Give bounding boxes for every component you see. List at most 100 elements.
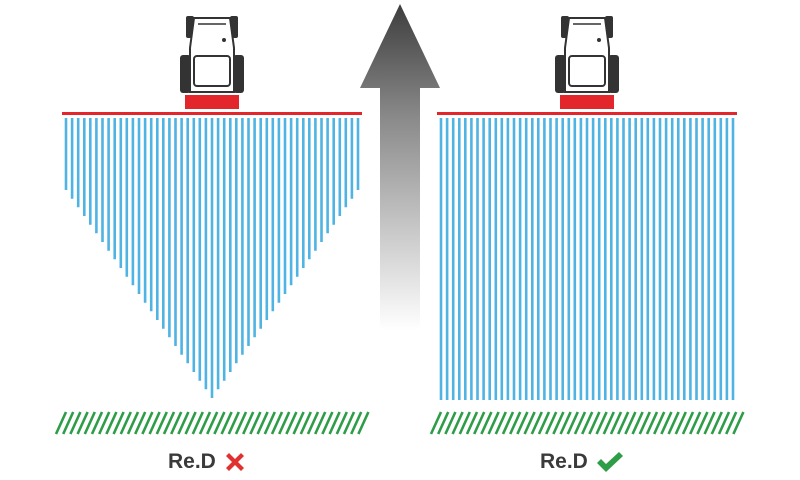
crop-mark — [328, 411, 341, 435]
crop-mark — [638, 411, 651, 435]
crop-mark — [523, 411, 536, 435]
crop-mark — [227, 411, 240, 435]
crop-mark — [559, 411, 572, 435]
crop-mark — [134, 411, 147, 435]
crop-mark — [191, 411, 204, 435]
crop-mark — [342, 411, 356, 435]
crop-mark — [537, 411, 551, 435]
sprayer-unit — [185, 95, 239, 109]
crop-mark — [350, 411, 363, 435]
crop-mark — [509, 411, 522, 435]
crop-mark — [501, 411, 515, 435]
cross-icon — [225, 453, 244, 471]
crop-mark — [681, 411, 695, 435]
crop-mark — [437, 411, 450, 435]
crop-mark — [465, 411, 479, 435]
caption-left: Re.D — [168, 447, 248, 477]
crop-mark — [458, 411, 471, 435]
crop-mark — [292, 411, 305, 435]
spray-boom — [437, 112, 737, 115]
crop-mark — [299, 411, 312, 435]
crop-mark — [617, 411, 630, 435]
crop-mark — [444, 411, 457, 435]
crop-mark — [198, 411, 212, 435]
crop-mark — [306, 411, 320, 435]
panel-right — [429, 16, 745, 435]
crop-mark — [516, 411, 529, 435]
crop-mark — [206, 411, 219, 435]
crop-mark — [54, 411, 68, 435]
crop-mark — [674, 411, 687, 435]
crop-mark — [242, 411, 255, 435]
crop-mark — [609, 411, 623, 435]
crop-mark — [487, 411, 500, 435]
crop-mark — [162, 411, 176, 435]
crop-mark — [717, 411, 731, 435]
crop-mark — [660, 411, 673, 435]
panel-left — [54, 16, 370, 435]
crop-mark — [451, 411, 464, 435]
crop-mark — [696, 411, 709, 435]
crop-mark — [335, 411, 348, 435]
crop-mark — [234, 411, 248, 435]
crop-mark — [573, 411, 587, 435]
crop-mark — [530, 411, 543, 435]
crop-mark — [321, 411, 334, 435]
spray-boom — [62, 112, 362, 115]
crop-row — [54, 411, 370, 435]
crop-mark — [725, 411, 738, 435]
crop-mark — [545, 411, 558, 435]
crop-mark — [69, 411, 82, 435]
crop-mark — [624, 411, 637, 435]
crop-mark — [494, 411, 507, 435]
caption-label: Re.D — [540, 450, 588, 473]
crop-mark — [213, 411, 226, 435]
crop-mark — [285, 411, 298, 435]
crop-mark — [141, 411, 154, 435]
crop-mark — [62, 411, 75, 435]
crop-mark — [220, 411, 233, 435]
crop-mark — [689, 411, 702, 435]
crop-mark — [631, 411, 644, 435]
crop-mark — [177, 411, 190, 435]
crop-mark — [710, 411, 723, 435]
crop-mark — [112, 411, 125, 435]
crop-mark — [645, 411, 659, 435]
direction-arrow-icon — [360, 4, 440, 330]
check-icon — [596, 452, 623, 472]
crop-mark — [76, 411, 89, 435]
crop-mark — [552, 411, 565, 435]
crop-mark — [667, 411, 680, 435]
crop-row — [429, 411, 745, 435]
crop-mark — [314, 411, 327, 435]
caption-right: Re.D — [540, 447, 624, 477]
crop-mark — [155, 411, 168, 435]
sprayer-unit — [560, 95, 614, 109]
crop-mark — [581, 411, 594, 435]
crop-mark — [263, 411, 276, 435]
spray-pattern-uniform — [439, 118, 735, 400]
crop-mark — [703, 411, 716, 435]
crop-mark — [148, 411, 161, 435]
crop-mark — [278, 411, 291, 435]
crop-mark — [732, 411, 745, 435]
crop-mark — [429, 411, 443, 435]
crop-mark — [270, 411, 284, 435]
crop-mark — [602, 411, 615, 435]
spray-pattern-triangular — [64, 118, 360, 398]
crop-mark — [184, 411, 197, 435]
crop-mark — [98, 411, 111, 435]
crop-mark — [473, 411, 486, 435]
crop-mark — [105, 411, 118, 435]
crop-mark — [90, 411, 104, 435]
tractor-icon — [180, 16, 244, 93]
crop-mark — [256, 411, 269, 435]
crop-mark — [249, 411, 262, 435]
crop-mark — [83, 411, 96, 435]
caption-label: Re.D — [168, 450, 216, 473]
crop-mark — [126, 411, 140, 435]
tractor-icon — [555, 16, 619, 93]
crop-mark — [566, 411, 579, 435]
crop-mark — [595, 411, 608, 435]
